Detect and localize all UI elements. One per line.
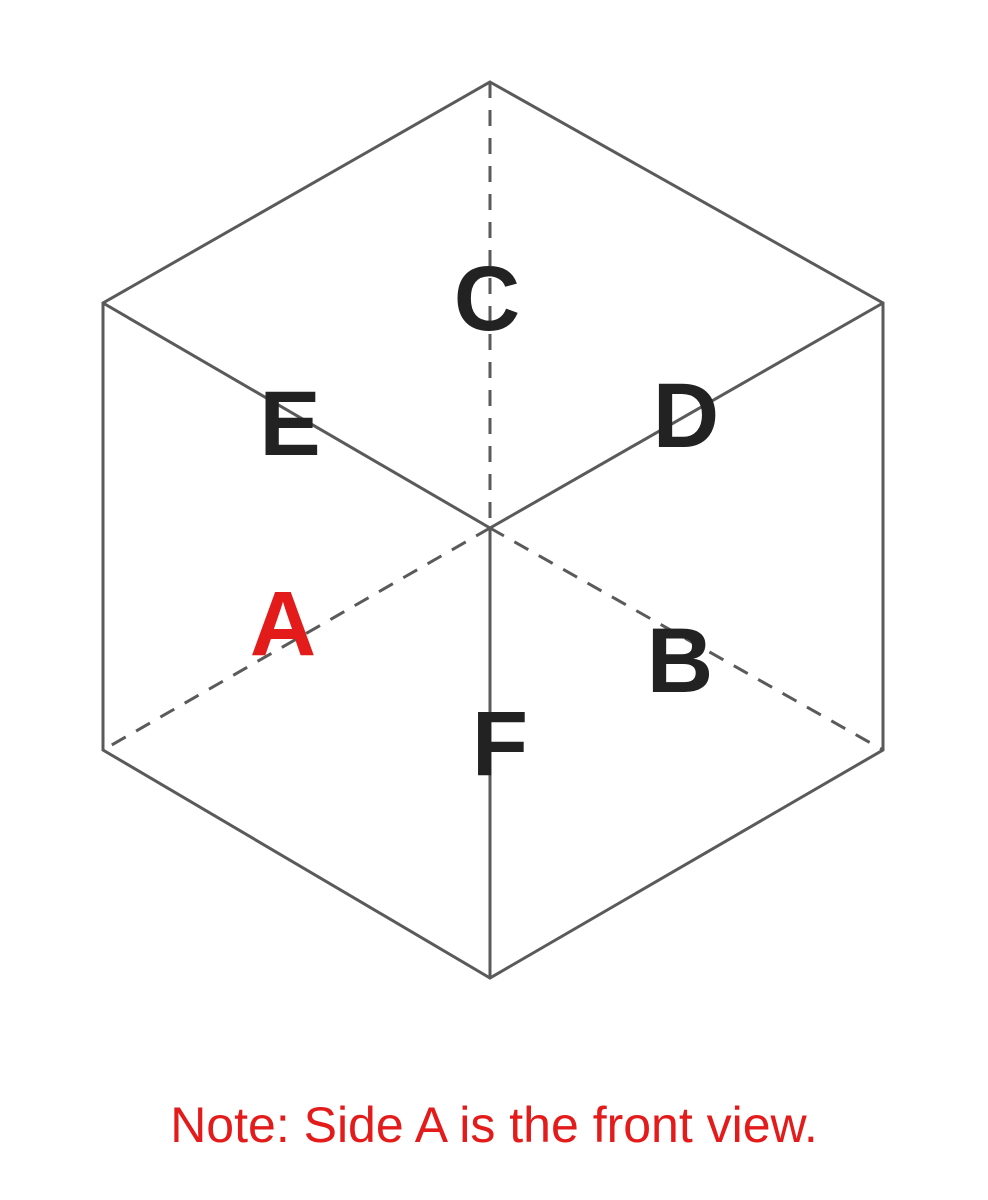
visible-edge-left <box>101 301 492 530</box>
face-label-f: F <box>472 693 528 795</box>
hidden-edge-left <box>102 526 491 752</box>
face-label-a: A <box>250 573 316 675</box>
face-label-d: D <box>653 365 719 467</box>
hidden-edge-right <box>489 526 884 752</box>
face-label-e: E <box>259 373 320 475</box>
note-text: Note: Side A is the front view. <box>170 1097 818 1153</box>
face-label-c: C <box>454 248 520 350</box>
visible-edge-right <box>488 301 885 530</box>
face-label-b: B <box>647 610 713 712</box>
